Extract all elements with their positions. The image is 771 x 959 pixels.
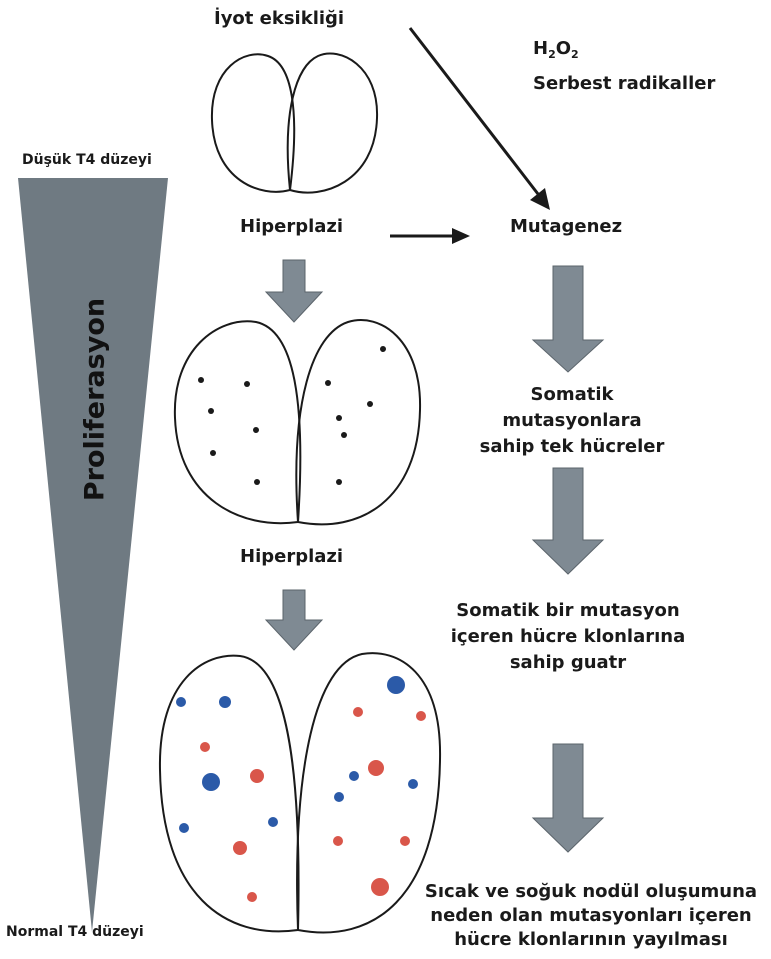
thyroid-middle [175,320,420,524]
gray-arrow-right-1 [533,266,603,372]
goiter-clones-line-2: içeren hücre klonlarına [428,624,708,650]
label-clone-spread: Sıcak ve soğuk nodül oluşumuna neden ola… [416,880,766,952]
thyroid-top [212,54,377,193]
clone-spread-line-1: Sıcak ve soğuk nodül oluşumuna [416,880,766,904]
thyroid-bottom [160,653,440,932]
label-proliferation: Proliferasyon [80,285,111,515]
arrow-iodine-to-mutagenesis [410,28,550,210]
somatic-cells-line-3: sahip tek hücreler [462,434,682,460]
label-low-t4: Düşük T4 düzeyi [22,152,152,168]
label-free-radicals: Serbest radikaller [533,73,715,94]
gray-arrow-right-3 [533,744,603,852]
arrow-hyperplasia-to-mutagenesis [390,228,470,244]
goiter-clones-line-1: Somatik bir mutasyon [428,598,708,624]
label-normal-t4: Normal T4 düzeyi [6,924,144,940]
somatic-cells-line-1: Somatik [462,382,682,408]
gray-arrow-left-1 [266,260,322,322]
h2o2-h: H [533,38,548,59]
h2o2-o: O [556,38,571,59]
goiter-clones-line-3: sahip guatr [428,650,708,676]
label-mutagenesis: Mutagenez [510,216,622,237]
label-somatic-cells: Somatik mutasyonlara sahip tek hücreler [462,382,682,460]
label-goiter-clones: Somatik bir mutasyon içeren hücre klonla… [428,598,708,676]
label-hyperplasia-1: Hiperplazi [240,216,343,237]
h2o2-sub-2: 2 [571,48,579,61]
gray-arrow-left-2 [266,590,322,650]
label-iodine-deficiency: İyot eksikliği [214,8,344,29]
gray-arrow-right-2 [533,468,603,574]
somatic-cells-line-2: mutasyonlara [462,408,682,434]
clone-spread-line-3: hücre klonlarının yayılması [416,928,766,952]
h2o2-sub-1: 2 [548,48,556,61]
label-h2o2: H2O2 [533,38,579,61]
label-hyperplasia-2: Hiperplazi [240,546,343,567]
clone-spread-line-2: neden olan mutasyonları içeren [416,904,766,928]
